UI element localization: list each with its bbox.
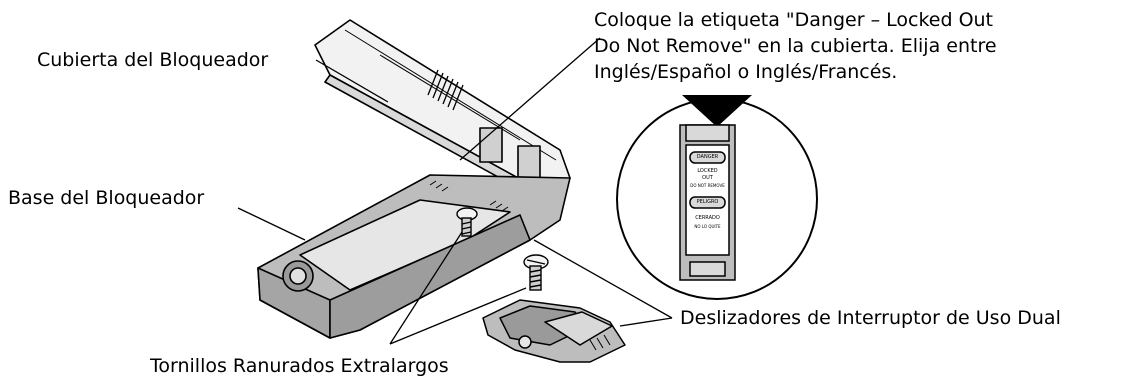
tag-cerrado-text: CERRADO bbox=[695, 215, 720, 221]
label-base: Base del Bloqueador bbox=[8, 187, 205, 209]
tag-no-lo-quite-text: NO LO QUITE bbox=[694, 224, 721, 229]
label-sliders: Deslizadores de Interruptor de Uso Dual bbox=[680, 307, 1061, 329]
screw-installed bbox=[456, 207, 478, 237]
tag-inset bbox=[616, 95, 818, 300]
screw-loose bbox=[523, 254, 549, 291]
label-tag-instruction: Coloque la etiqueta "Danger – Locked Out… bbox=[594, 7, 997, 85]
label-tag-instruction-line-2: Do Not Remove" en la cubierta. Elija ent… bbox=[594, 35, 997, 57]
dual-use-slider bbox=[482, 299, 626, 363]
label-tag-instruction-line-3: Inglés/Español o Inglés/Francés. bbox=[594, 61, 898, 83]
lockout-cover bbox=[314, 19, 571, 201]
label-screws: Tornillos Ranurados Extralargos bbox=[150, 355, 449, 377]
tag-do-not-remove-text: DO NOT REMOVE bbox=[690, 183, 725, 188]
tag-peligro-text: PELIGRO bbox=[696, 199, 719, 205]
tag-out-text: OUT bbox=[702, 175, 713, 181]
tag-danger-text: DANGER bbox=[696, 154, 719, 160]
lockout-base bbox=[257, 174, 571, 339]
leader-lines bbox=[237, 37, 673, 345]
label-tag-instruction-line-1: Coloque la etiqueta "Danger – Locked Out bbox=[594, 9, 994, 31]
tag-locked-text: LOCKED bbox=[697, 168, 718, 174]
label-cover: Cubierta del Bloqueador bbox=[37, 49, 269, 71]
